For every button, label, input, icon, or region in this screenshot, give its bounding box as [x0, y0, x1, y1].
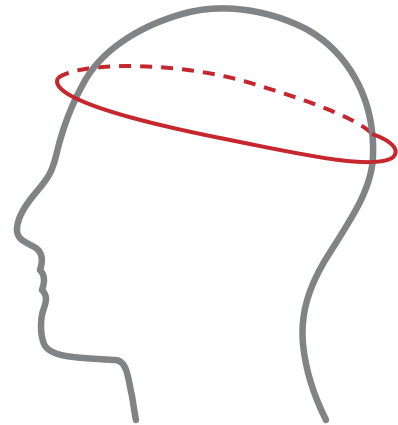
measure-ring-back-dashed [58, 66, 372, 134]
measure-ring-front-solid [57, 78, 396, 162]
head-profile-icon [17, 8, 373, 420]
